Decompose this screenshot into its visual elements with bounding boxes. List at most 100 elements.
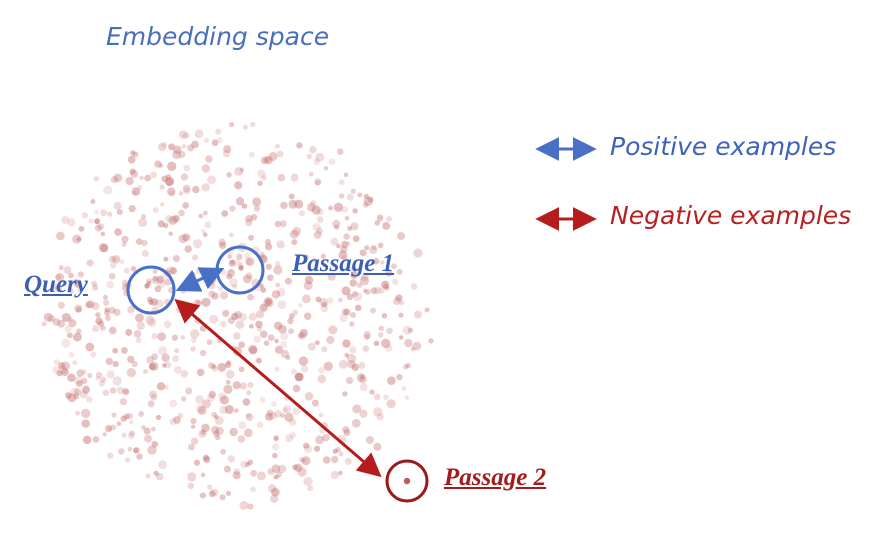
embedding-point [149,390,157,399]
embedding-point [144,434,152,443]
embedding-point [333,202,344,212]
embedding-point [155,472,164,481]
embedding-point [232,381,241,390]
embedding-point [359,276,370,286]
embedding-point [245,258,253,266]
embedding-point [248,234,254,241]
embedding-point [350,312,356,318]
embedding-point [338,297,343,303]
embedding-point [94,219,99,225]
embedding-point [369,245,378,255]
embedding-point [236,253,243,260]
embedding-point [138,411,145,417]
embedding-point [198,213,204,219]
embedding-point [307,485,314,492]
embedding-point [126,367,137,378]
embedding-point [356,373,366,383]
embedding-point [265,298,274,308]
embedding-point [112,347,119,354]
embedding-point [314,340,320,346]
embedding-point [341,286,351,296]
embedding-point [290,173,299,182]
embedding-point [129,419,134,425]
embedding-point [207,175,216,185]
embedding-point [57,361,66,370]
embedding-point [147,318,157,328]
embedding-point [276,240,285,249]
embedding-point [127,432,135,440]
embedding-point [277,173,286,182]
embedding-point [373,340,380,347]
embedding-point [78,225,85,232]
embedding-point [43,312,53,322]
embedding-point [178,234,188,244]
embedding-point [259,396,266,403]
embedding-point [310,200,317,207]
embedding-point [298,303,303,308]
embedding-point [223,384,233,394]
embedding-point [271,487,280,497]
embedding-point [168,231,173,236]
embedding-point [352,235,360,243]
embedding-point [58,364,68,374]
embedding-point [141,250,149,257]
embedding-point [203,210,208,216]
embedding-point [228,268,234,274]
embedding-point [311,399,319,407]
embedding-point [288,193,295,200]
embedding-point [245,257,255,267]
embedding-point [387,376,396,386]
embedding-point [288,313,295,319]
embedding-point [248,312,257,321]
embedding-point [274,338,279,344]
embedding-point [245,272,253,280]
embedding-point [274,409,282,418]
passage-1-label: Passage 1 [292,250,395,277]
embedding-point [312,222,321,232]
embedding-point [307,203,316,212]
embedding-point [161,175,168,183]
embedding-point [76,328,82,334]
embedding-point [53,283,59,290]
embedding-point [201,297,211,307]
embedding-point [369,389,375,395]
embedding-point [52,318,61,326]
embedding-point [259,283,264,289]
embedding-point [152,207,159,213]
embedding-point [97,320,105,327]
embedding-point [141,213,147,220]
embedding-point [185,387,193,395]
embedding-point [133,447,140,454]
embedding-point [156,275,165,284]
embedding-point [229,427,238,437]
embedding-point [181,144,187,149]
embedding-point [373,442,382,451]
embedding-point [319,297,328,307]
embedding-point [233,332,241,340]
embedding-point [148,299,154,305]
embedding-point [200,472,206,478]
embedding-point [291,239,298,246]
embedding-point [381,312,388,319]
embedding-point [102,294,108,300]
passage-2-circle [385,459,429,503]
embedding-point [211,365,218,372]
embedding-point [65,392,72,399]
embedding-point [242,124,248,130]
embedding-point [271,401,277,407]
embedding-point [300,457,307,463]
embedding-point [196,368,205,377]
embedding-point [125,176,134,186]
embedding-point [271,443,280,451]
embedding-point [47,315,55,323]
embedding-point [172,355,179,363]
embedding-point [176,306,183,313]
embedding-point [225,370,235,379]
embedding-point [273,321,283,331]
embedding-point [313,230,322,239]
embedding-point [68,316,73,322]
embedding-point [182,202,189,209]
embedding-point [178,209,185,217]
embedding-point [127,155,136,164]
